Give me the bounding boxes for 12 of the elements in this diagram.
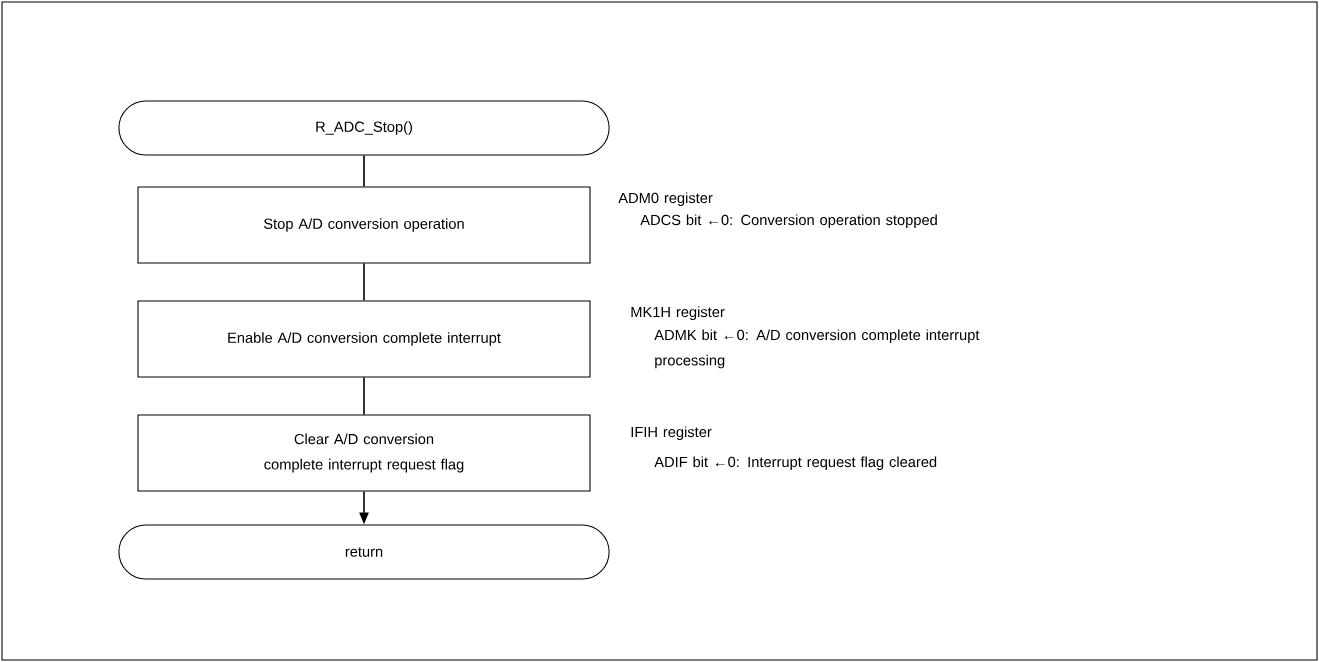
register-setting: ADIF bit ←0: Interrupt request flag cleared	[654, 456, 937, 471]
register-setting: ADCS bit ←0: Conversion operation stopped	[640, 214, 937, 229]
process-box: Enable A/D conversion complete interrupt	[137, 300, 591, 378]
process-box: Stop A/D conversion operation	[137, 186, 591, 264]
connector	[363, 154, 365, 188]
connector	[363, 376, 365, 416]
register-name: IFIH register	[631, 426, 712, 441]
register-name: ADM0 register	[618, 192, 713, 207]
connector	[363, 262, 365, 302]
process-box: Clear A/D conversion complete interrupt request flag	[137, 414, 591, 492]
register-name: MK1H register	[631, 306, 725, 321]
register-setting: ADMK bit ←0: A/D conversion complete interrupt processing	[654, 329, 980, 369]
